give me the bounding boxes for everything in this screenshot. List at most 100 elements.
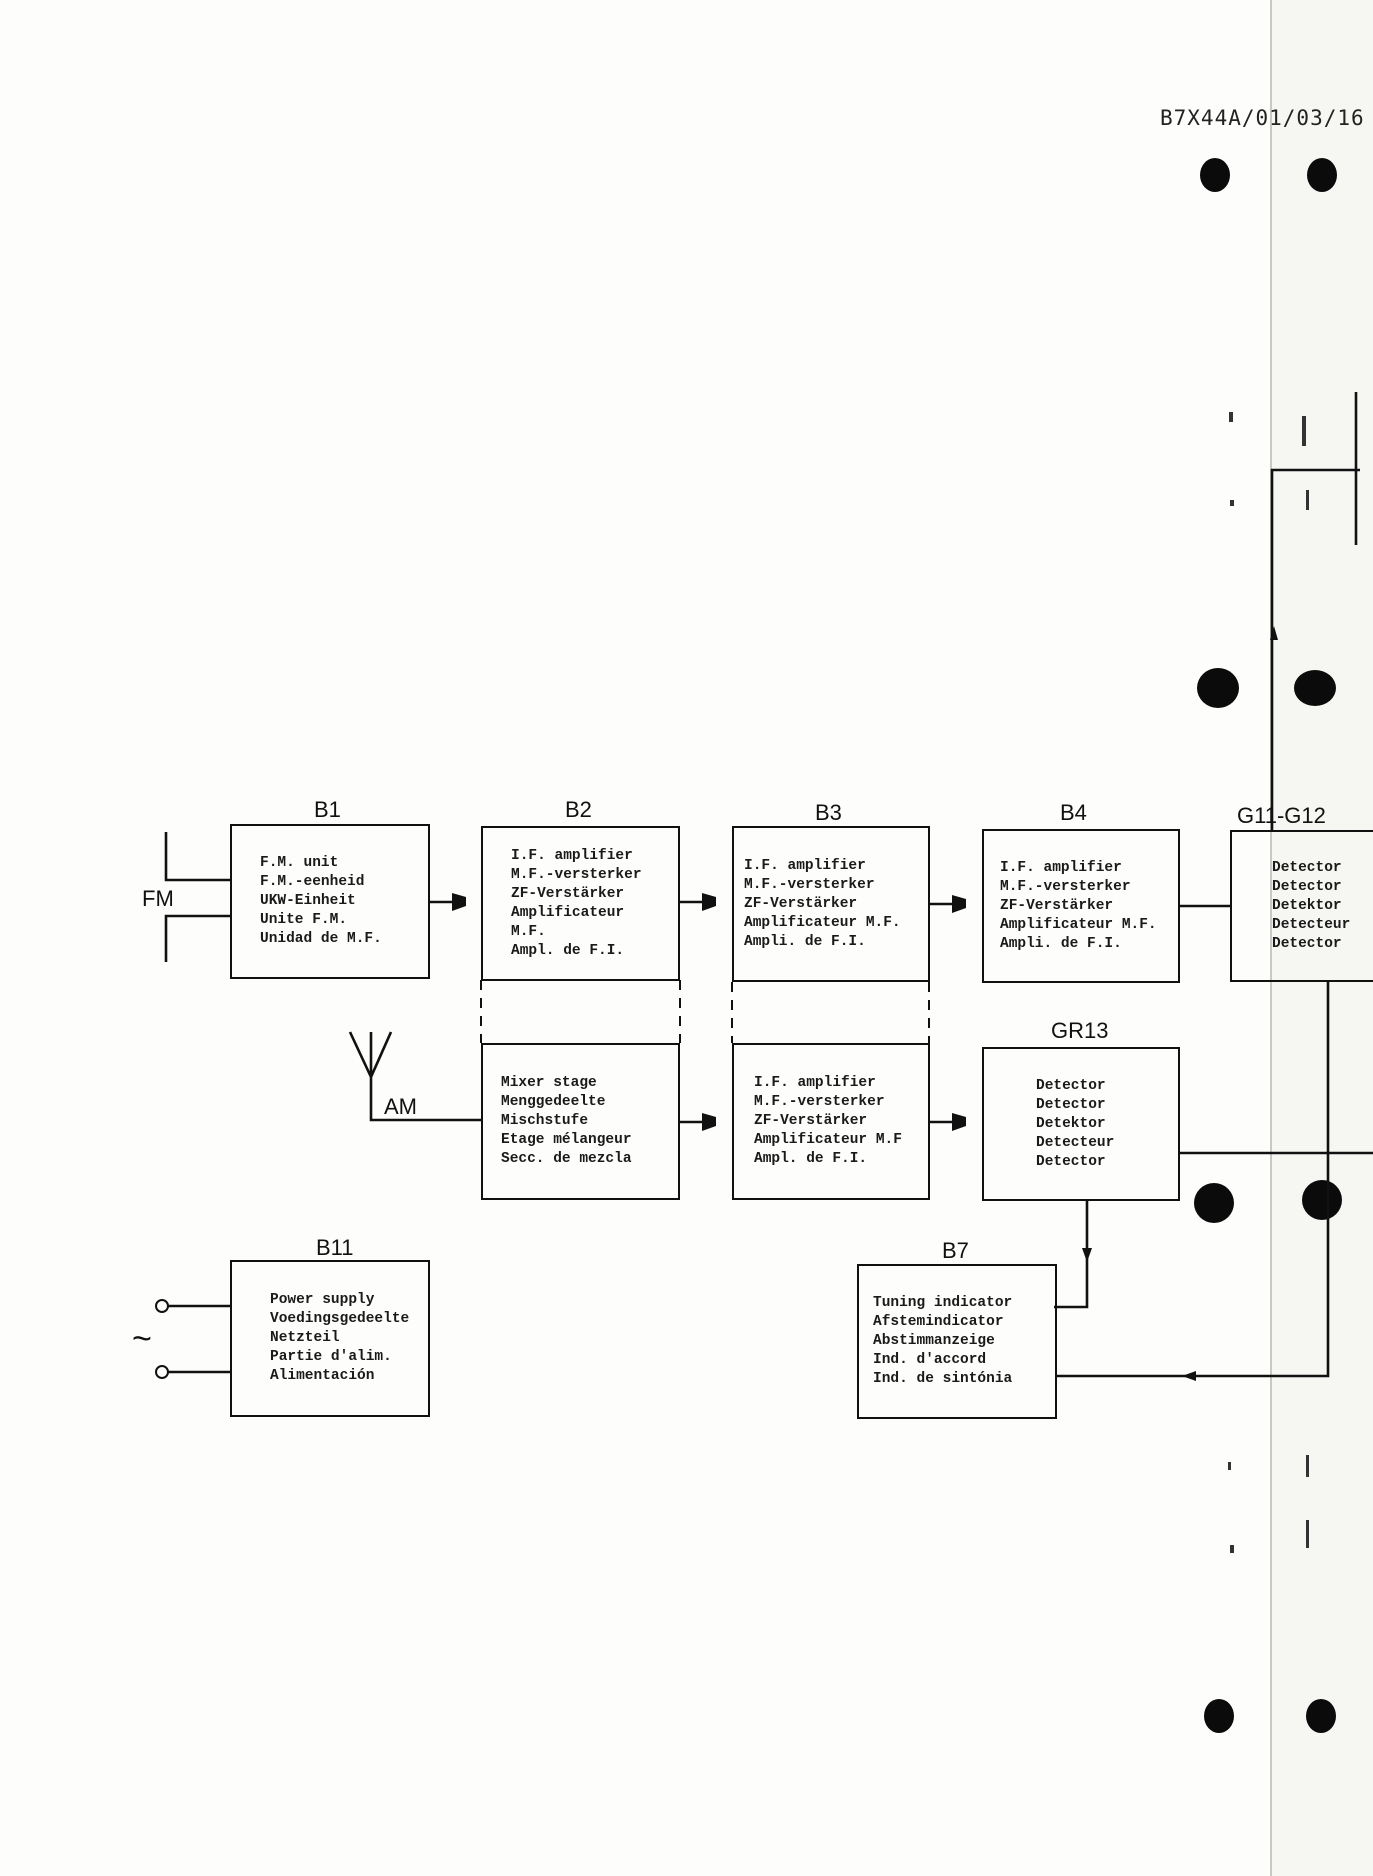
block-text: Voedingsgedeelte bbox=[270, 1311, 410, 1327]
fm-label: FM bbox=[142, 886, 174, 911]
paper-speck bbox=[1306, 1455, 1309, 1477]
paper-speck bbox=[1306, 490, 1309, 510]
arrow-b3-b4 bbox=[952, 895, 966, 913]
block-label-gr13: GR13 bbox=[1051, 1018, 1109, 1043]
block-text: Ampl. de F.I. bbox=[511, 942, 625, 959]
block-text: Partie d'alim. bbox=[270, 1349, 392, 1365]
block-text: Tuning indicator bbox=[873, 1295, 1013, 1311]
block-text: M.F.-versterker bbox=[511, 866, 642, 883]
block-text: Detektor bbox=[1036, 1115, 1106, 1132]
block-text: Alimentación bbox=[270, 1368, 375, 1384]
block-text: ZF-Verstärker bbox=[744, 895, 858, 912]
arrow-g11-to-b7 bbox=[1182, 1371, 1196, 1381]
g11-upward-line bbox=[1270, 468, 1360, 830]
block-label-b7: B7 bbox=[942, 1238, 969, 1263]
block-text: Detektor bbox=[1272, 897, 1342, 914]
block-g11-g12-detector: Detector Detector Detektor Detecteur Det… bbox=[1230, 830, 1373, 982]
block-label-g11-g12: G11-G12 bbox=[1237, 803, 1326, 828]
paper-speck bbox=[1229, 412, 1233, 422]
block-text: M.F.-versterker bbox=[744, 876, 875, 893]
block-label-b11: B11 bbox=[316, 1235, 354, 1260]
block-text: Abstimmanzeige bbox=[873, 1333, 995, 1349]
block-text: Ampl. de F.I. bbox=[754, 1151, 868, 1167]
block-text: UKW-Einheit bbox=[260, 893, 356, 909]
block-text: Mixer stage bbox=[501, 1075, 597, 1091]
block-text: Mischstufe bbox=[501, 1113, 589, 1129]
facing-page-edge bbox=[1270, 0, 1373, 1876]
block-text: Amplificateur M.F. bbox=[744, 914, 901, 931]
block-text: F.M. unit bbox=[260, 855, 339, 871]
arrow-b1-b2 bbox=[452, 893, 466, 911]
block-text: I.F. amplifier bbox=[744, 857, 866, 874]
paper-speck bbox=[1230, 1545, 1234, 1553]
block-text: Netzteil bbox=[270, 1330, 340, 1346]
block-text: Power supply bbox=[270, 1292, 375, 1308]
block-text: Detector bbox=[1272, 878, 1342, 895]
block-text: Detector bbox=[1272, 859, 1342, 876]
block-text: Detector bbox=[1272, 935, 1342, 952]
block-text: ZF-Verstärker bbox=[511, 885, 625, 902]
punch-hole bbox=[1194, 1183, 1234, 1223]
block-text: Detector bbox=[1036, 1153, 1106, 1170]
block-text: Unidad de M.F. bbox=[260, 931, 382, 947]
punch-hole bbox=[1307, 158, 1337, 192]
block-text: F.M.-eenheid bbox=[260, 874, 365, 890]
block-b11-power-supply: Power supply Voedingsgedeelte Netzteil P… bbox=[230, 1260, 430, 1417]
block-text: Amplificateur M.F. bbox=[1000, 916, 1157, 933]
document-reference: B7X44A/01/03/16 bbox=[1160, 106, 1365, 130]
block-label-b3: B3 bbox=[815, 800, 842, 825]
block-text: M.F.-versterker bbox=[1000, 878, 1131, 895]
power-terminal-lower-dot bbox=[155, 1365, 169, 1379]
paper-speck bbox=[1306, 1520, 1309, 1548]
block-text: Amplificateur bbox=[511, 904, 625, 921]
block-text: I.F. amplifier bbox=[511, 847, 633, 864]
block-text: Afstemindicator bbox=[873, 1314, 1004, 1330]
block-gr13-detector: Detector Detector Detektor Detecteur Det… bbox=[982, 1047, 1180, 1201]
power-ac-symbol: ~ bbox=[132, 1320, 152, 1358]
block-text: Detecteur bbox=[1036, 1134, 1115, 1151]
block-text: ZF-Verstärker bbox=[1000, 897, 1114, 914]
block-label-b4: B4 bbox=[1060, 800, 1087, 825]
block-am-if-amplifier: I.F. amplifier M.F.-versterker ZF-Verstä… bbox=[732, 1043, 930, 1200]
block-text: Ind. d'accord bbox=[873, 1352, 987, 1368]
block-b7-tuning-indicator: Tuning indicator Afstemindicator Abstimm… bbox=[857, 1264, 1057, 1419]
block-b4-if-amplifier: I.F. amplifier M.F.-versterker ZF-Verstä… bbox=[982, 829, 1180, 983]
block-text: M.F.-versterker bbox=[754, 1094, 885, 1110]
block-text: Unite F.M. bbox=[260, 912, 348, 928]
arrow-b2-b3 bbox=[702, 893, 716, 911]
paper-speck bbox=[1302, 416, 1306, 446]
arrow-gr13-down bbox=[1082, 1248, 1092, 1262]
gr13-to-b7 bbox=[1054, 1200, 1089, 1309]
punch-hole bbox=[1204, 1699, 1234, 1733]
block-b3-if-amplifier: I.F. amplifier M.F.-versterker ZF-Verstä… bbox=[732, 826, 930, 982]
paper-speck bbox=[1228, 1462, 1231, 1470]
arrow-amif-gr13 bbox=[952, 1113, 966, 1131]
block-text: Amplificateur M.F bbox=[754, 1132, 902, 1148]
punch-hole bbox=[1197, 668, 1239, 708]
fm-antenna-upper-line bbox=[164, 832, 230, 882]
block-text: M.F. bbox=[511, 923, 546, 940]
block-b2-if-amplifier: I.F. amplifier M.F.-versterker ZF-Verstä… bbox=[481, 826, 680, 981]
block-text: I.F. amplifier bbox=[754, 1075, 876, 1091]
block-text: Etage mélangeur bbox=[501, 1132, 632, 1148]
block-text: Ind. de sintónia bbox=[873, 1371, 1013, 1387]
punch-hole bbox=[1306, 1699, 1336, 1733]
block-text: ZF-Verstärker bbox=[754, 1113, 868, 1129]
paper-speck bbox=[1230, 500, 1234, 506]
arrow-g11-up bbox=[1270, 626, 1278, 640]
block-b1-fm-unit: F.M. unit F.M.-eenheid UKW-Einheit Unite… bbox=[230, 824, 430, 979]
block-text: Detector bbox=[1036, 1077, 1106, 1094]
arrow-mixer-amif bbox=[702, 1113, 716, 1131]
block-text: Detector bbox=[1036, 1096, 1106, 1113]
punch-hole bbox=[1294, 670, 1336, 706]
block-text: Ampli. de F.I. bbox=[744, 933, 866, 950]
am-antenna bbox=[348, 1031, 481, 1122]
block-mixer-stage: Mixer stage Menggedeelte Mischstufe Etag… bbox=[481, 1043, 680, 1200]
block-text: I.F. amplifier bbox=[1000, 859, 1122, 876]
g11-to-b7 bbox=[1057, 982, 1330, 1378]
fm-antenna-lower-line bbox=[164, 914, 230, 962]
block-text: Ampli. de F.I. bbox=[1000, 935, 1122, 952]
punch-hole bbox=[1200, 158, 1230, 192]
